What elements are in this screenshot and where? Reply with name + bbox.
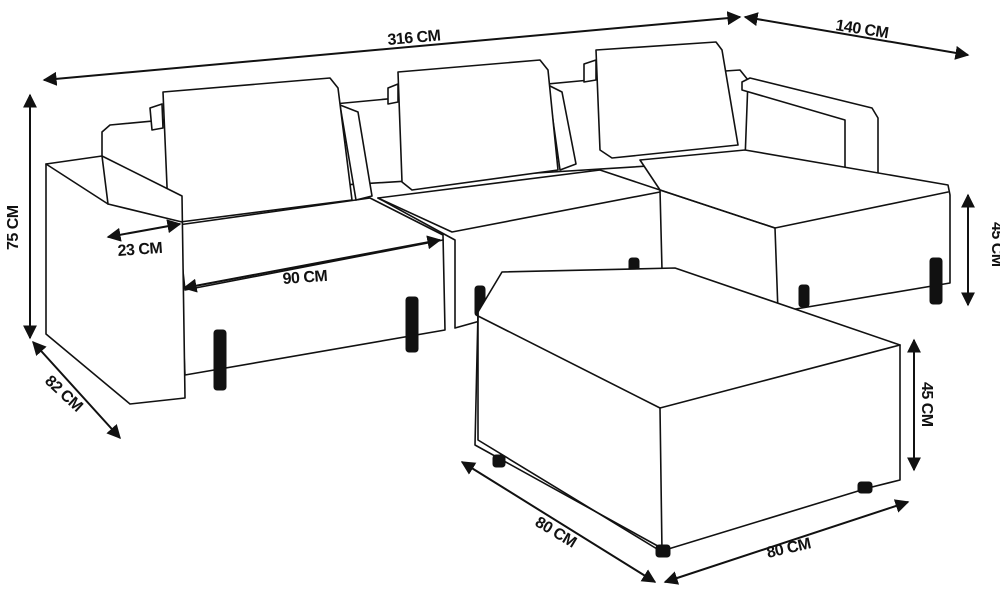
ottoman-leg [492, 454, 506, 468]
leg [213, 329, 227, 391]
chaise-depth-label: 140 CM [834, 17, 889, 42]
armrest-width-line [106, 219, 182, 242]
armrest-width-label: 23 CM [117, 240, 163, 260]
total-height-label: 75 CM [5, 205, 22, 250]
ottoman-width-label: 80 CM [765, 535, 812, 562]
ottoman [474, 267, 901, 558]
leg [798, 284, 810, 308]
depth-line [32, 340, 121, 440]
ottoman-depth-line [460, 461, 657, 583]
ottoman-leg [857, 481, 873, 494]
ottoman-width-line [663, 499, 910, 585]
ottoman-leg [655, 544, 671, 558]
total-length-line [42, 11, 742, 86]
leg [405, 296, 419, 353]
seat-height-label: 45 CM [988, 222, 1000, 267]
seat-width-line [182, 235, 442, 293]
dimension-lines [23, 11, 975, 585]
leg [929, 257, 943, 305]
total-length-label: 316 CM [387, 27, 441, 49]
ottoman-height-label: 45 CM [918, 382, 935, 427]
chaise-depth-line [743, 12, 970, 60]
seat-width-label: 90 CM [282, 268, 328, 288]
